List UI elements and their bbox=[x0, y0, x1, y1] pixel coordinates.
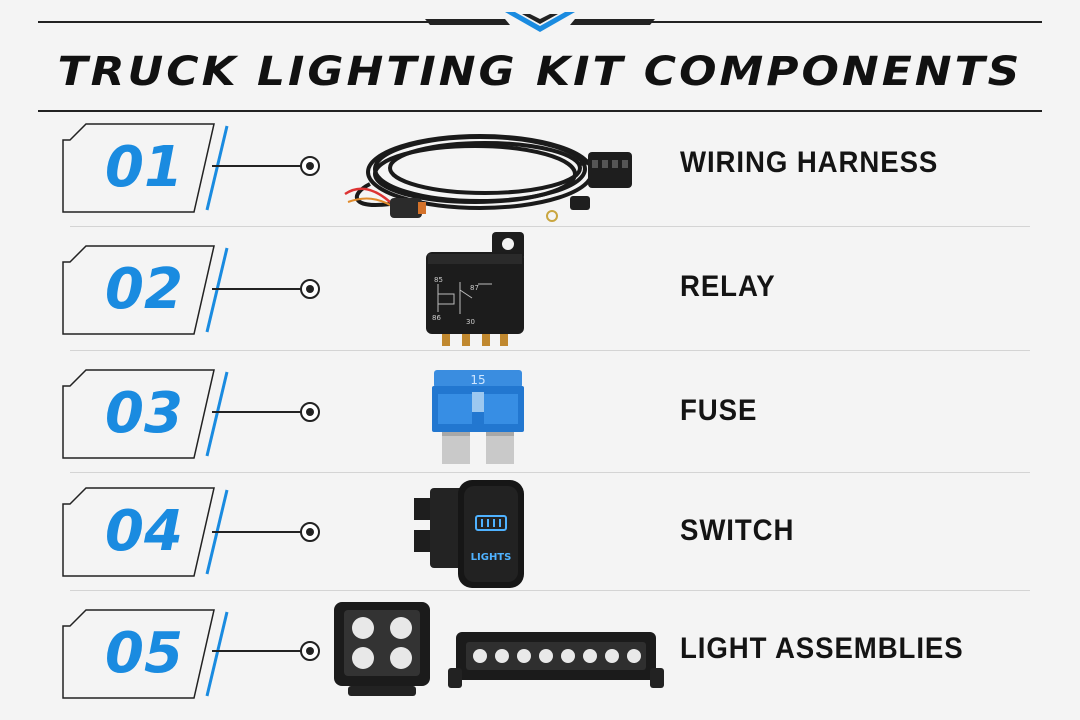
component-label: RELAY bbox=[680, 270, 776, 303]
switch-legend: LIGHTS bbox=[471, 552, 512, 563]
relay-pin-label: 87 bbox=[470, 284, 479, 292]
component-row: 04 LIGHTS SWITCH bbox=[0, 476, 1080, 590]
row-divider bbox=[70, 226, 1030, 227]
connector-line bbox=[212, 288, 308, 290]
component-label: SWITCH bbox=[680, 514, 795, 547]
badge-frame bbox=[62, 245, 229, 335]
number-label: 03 bbox=[105, 381, 183, 446]
component-label: LIGHT ASSEMBLIES bbox=[680, 632, 964, 665]
badge-frame bbox=[62, 123, 229, 213]
connector-line bbox=[212, 531, 308, 533]
row-divider bbox=[70, 350, 1030, 351]
fuse-icon: 15 bbox=[432, 370, 524, 464]
number-badge: 03 bbox=[62, 368, 232, 460]
component-label: FUSE bbox=[680, 394, 758, 427]
component-row: 03 15 FUSE bbox=[0, 354, 1080, 472]
connector-dot bbox=[300, 279, 320, 299]
badge-frame bbox=[62, 369, 229, 459]
number-badge: 04 bbox=[62, 486, 232, 578]
connector-dot bbox=[300, 156, 320, 176]
number-badge: 01 bbox=[62, 122, 232, 214]
relay-icon: 85 87 86 30 bbox=[426, 232, 524, 346]
row-divider bbox=[70, 590, 1030, 591]
number-label: 05 bbox=[105, 621, 183, 686]
number-label: 04 bbox=[105, 499, 183, 564]
fuse-rating: 15 bbox=[470, 373, 485, 387]
component-row: 02 85 87 86 30 RELAY bbox=[0, 230, 1080, 350]
relay-pin-label: 86 bbox=[432, 314, 441, 322]
title-underline bbox=[38, 110, 1042, 112]
badge-frame bbox=[62, 609, 229, 699]
wiring-harness-icon bbox=[344, 134, 632, 222]
header-ornament bbox=[38, 12, 1042, 32]
connector-line bbox=[212, 650, 308, 652]
number-badge: 02 bbox=[62, 244, 232, 336]
row-divider bbox=[70, 472, 1030, 473]
connector-dot bbox=[300, 402, 320, 422]
light-assemblies-icon bbox=[334, 602, 664, 696]
component-label: WIRING HARNESS bbox=[680, 146, 939, 179]
connector-line bbox=[212, 165, 308, 167]
connector-dot bbox=[300, 641, 320, 661]
connector-dot bbox=[300, 522, 320, 542]
number-label: 01 bbox=[105, 135, 183, 200]
component-row: 01 WIRING HARNESS bbox=[0, 120, 1080, 226]
component-row: 05 LIGHT ASSEMBLIES bbox=[0, 594, 1080, 716]
relay-pin-label: 30 bbox=[466, 318, 475, 326]
page-title: TRUCK LIGHTING KIT COMPONENTS bbox=[57, 48, 1023, 95]
number-label: 02 bbox=[105, 257, 183, 322]
rocker-switch-icon: LIGHTS bbox=[414, 480, 524, 588]
relay-pin-label: 85 bbox=[434, 276, 443, 284]
connector-line bbox=[212, 411, 308, 413]
number-badge: 05 bbox=[62, 608, 232, 700]
